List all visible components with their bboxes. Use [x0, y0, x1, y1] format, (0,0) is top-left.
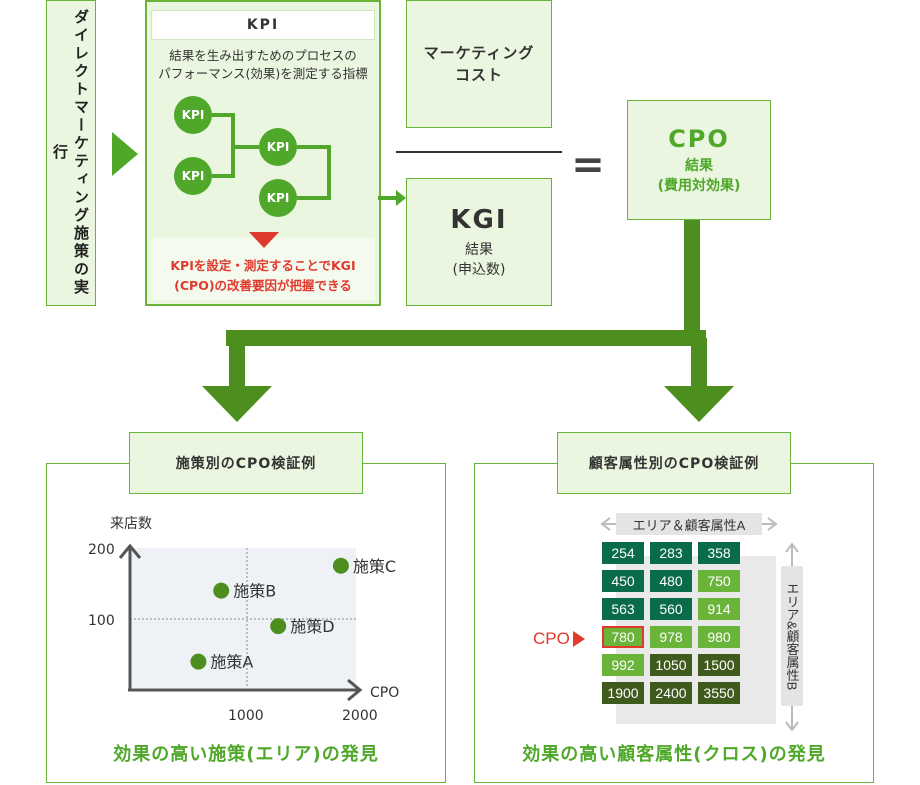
y-tick-100: 100 — [88, 613, 115, 629]
cpo-marker-label: CPO — [533, 629, 570, 648]
kpi-node-2: KPI — [174, 157, 212, 195]
right-panel-title-box: 顧客属性別のCPO検証例 — [557, 432, 791, 494]
kgi-title: KGI — [450, 205, 508, 235]
scatter-point — [270, 618, 287, 635]
cpo-line2: (費用対効果) — [657, 178, 741, 194]
kpi-desc-line1: 結果を生み出すためのプロセスの — [169, 48, 357, 63]
left-panel-footer-text: 効果の高い施策(エリア)の発見 — [113, 744, 379, 765]
cpo-grid-cell: 780 — [602, 626, 644, 648]
scatter-point — [190, 653, 207, 670]
kpi-node-3: KPI — [259, 128, 297, 166]
scatter-points: 施策A 施策B 施策C 施策D — [190, 557, 396, 672]
kpi-tree-connectors — [212, 113, 331, 200]
cpo-grid-cell: 283 — [650, 542, 692, 564]
marketing-cost-box: マーケティング コスト — [406, 0, 552, 128]
kpi-note-line2: (CPO)の改善要因が把握できる — [174, 278, 352, 293]
y-axis-arrowhead — [118, 543, 142, 559]
kgi-line1: 結果 — [465, 242, 493, 258]
top-axis-label: エリア＆顧客属性A — [632, 517, 746, 533]
chart-plot-area — [130, 548, 356, 688]
kgi-line2: (申込数) — [452, 262, 506, 278]
kpi-title-bar: KPI — [151, 10, 375, 40]
kpi-note-area: KPIを設定・測定することでKGI (CPO)の改善要因が把握できる — [151, 232, 375, 300]
strategy-execution-label: ダイレクトマーケティング施策の実行 — [46, 0, 96, 306]
kpi-to-kgi-arrow-icon — [378, 190, 406, 206]
kpi-title: KPI — [246, 17, 280, 33]
cpo-grid-cell: 3550 — [698, 682, 740, 704]
scatter-point-label: 施策B — [233, 582, 276, 601]
x-tick-2000: 2000 — [342, 708, 378, 724]
x-axis-arrowhead — [347, 678, 363, 702]
kpi-node-1: KPI — [174, 96, 212, 134]
kpi-desc-line2: パフォーマンス(効果)を測定する指標 — [158, 66, 368, 81]
fraction-line — [396, 151, 562, 153]
cpo-grid: 254 283 358 450 480 750 563 560 914 780 978 980 992 1… — [600, 542, 760, 712]
down-triangle-icon — [249, 232, 279, 248]
cpo-grid-cell: 980 — [698, 626, 740, 648]
scatter-point — [213, 582, 230, 599]
cpo-grid-cell: 2400 — [650, 682, 692, 704]
scatter-point-label: 施策D — [290, 617, 334, 636]
strategy-execution-text: ダイレクトマーケティング施策の実行 — [51, 9, 90, 297]
right-panel-footer-text: 効果の高い顧客属性(クロス)の発見 — [522, 744, 826, 765]
cpo-grid-cell: 254 — [602, 542, 644, 564]
kgi-box: KGI 結果 (申込数) — [406, 178, 552, 306]
cpo-line1: 結果 — [685, 158, 713, 174]
cpo-grid-cell: 914 — [698, 598, 740, 620]
equals-sign: = — [571, 142, 605, 188]
top-axis-label-box: エリア＆顧客属性A — [616, 513, 762, 535]
cpo-grid-cell: 750 — [698, 570, 740, 592]
cpo-grid-cell: 480 — [650, 570, 692, 592]
y-tick-200: 200 — [88, 542, 115, 558]
cpo-grid-cell: 1500 — [698, 654, 740, 676]
right-panel-footer: 効果の高い顧客属性(クロス)の発見 — [474, 738, 874, 768]
cpo-title: CPO — [668, 125, 730, 153]
y-axis-label: 来店数 — [110, 516, 152, 532]
cpo-grid-cell: 992 — [602, 654, 644, 676]
kpi-box: KPI 結果を生み出すためのプロセスの パフォーマンス(効果)を測定する指標 K… — [145, 0, 381, 306]
scatter-point-label: 施策C — [353, 557, 396, 576]
cpo-grid-cell: 560 — [650, 598, 692, 620]
cpo-grid-cell: 1050 — [650, 654, 692, 676]
x-axis-label: CPO — [370, 685, 399, 701]
cpo-marker-arrow-icon — [572, 631, 585, 647]
right-arrow-icon — [112, 132, 138, 176]
side-axis-label: エリア&顧客属性B — [784, 581, 800, 691]
x-tick-1000: 1000 — [228, 708, 264, 724]
branch-arrow-icon — [202, 220, 734, 422]
side-axis-label-box: エリア&顧客属性B — [781, 566, 803, 706]
marketing-cost-line2: コスト — [454, 66, 503, 84]
scatter-point — [332, 557, 349, 574]
cpo-marker: CPO — [533, 628, 585, 650]
cpo-grid-cell: 978 — [650, 626, 692, 648]
cpo-grid-cell: 358 — [698, 542, 740, 564]
left-panel-footer: 効果の高い施策(エリア)の発見 — [46, 738, 446, 768]
scatter-chart: 来店数 CPO 200 100 1000 2000 施策A 施策B 施策C 施策D — [88, 516, 399, 724]
left-panel-title: 施策別のCPO検証例 — [175, 456, 317, 472]
kpi-note-line1: KPIを設定・測定することでKGI — [170, 258, 356, 273]
scatter-point-label: 施策A — [210, 653, 253, 672]
kpi-note: KPIを設定・測定することでKGI (CPO)の改善要因が把握できる — [151, 256, 375, 296]
cpo-box: CPO 結果 (費用対効果) — [627, 100, 771, 220]
marketing-cost-line1: マーケティング — [423, 44, 535, 62]
kpi-description: 結果を生み出すためのプロセスの パフォーマンス(効果)を測定する指標 — [147, 47, 379, 83]
left-panel-title-box: 施策別のCPO検証例 — [129, 432, 363, 494]
right-panel-title: 顧客属性別のCPO検証例 — [588, 456, 760, 472]
kpi-node-4: KPI — [259, 179, 297, 217]
cpo-grid-cell: 1900 — [602, 682, 644, 704]
cpo-grid-cell: 450 — [602, 570, 644, 592]
cpo-grid-cell: 563 — [602, 598, 644, 620]
